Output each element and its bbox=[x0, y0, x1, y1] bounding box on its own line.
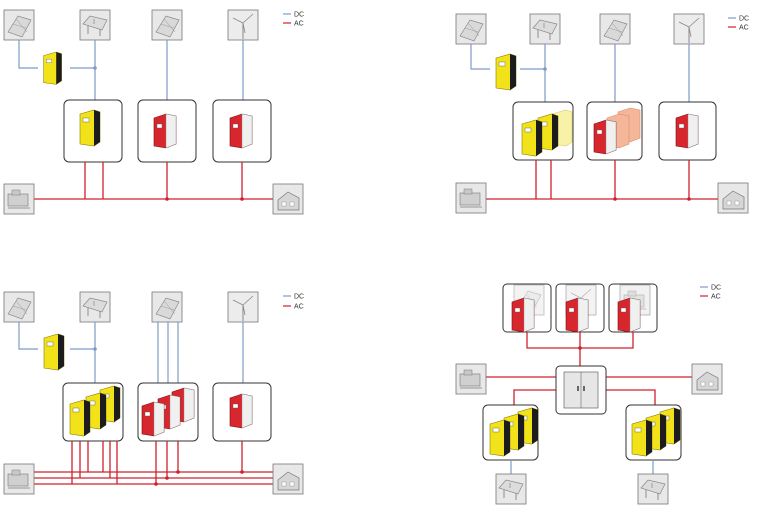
dc-lines bbox=[470, 44, 690, 102]
legend-ac: AC bbox=[739, 25, 749, 32]
legend-ac: AC bbox=[711, 294, 721, 301]
battery-inverter-icon bbox=[79, 109, 101, 147]
legend-ac: AC bbox=[294, 21, 304, 28]
ac-lines bbox=[486, 160, 720, 200]
switch-cabinet-icon bbox=[563, 371, 599, 409]
inverter-icon bbox=[511, 297, 535, 333]
inverter-icon bbox=[617, 297, 641, 333]
dc-lines bbox=[18, 322, 244, 383]
inverter-icon bbox=[229, 393, 253, 429]
legend: DC AC bbox=[283, 294, 304, 311]
inverter-icon bbox=[675, 113, 699, 149]
grid-building-icon bbox=[272, 183, 304, 215]
solar-array-icon bbox=[529, 13, 561, 45]
battery-inverter-icon bbox=[43, 333, 65, 371]
solar-panel-icon bbox=[151, 291, 183, 323]
battery-inverter-icon bbox=[495, 53, 517, 91]
diagram-multi-string: DC AC bbox=[3, 291, 304, 495]
diagram-central-cabinet: DC AC bbox=[455, 283, 723, 505]
generator-icon bbox=[3, 183, 35, 215]
legend-dc: DC bbox=[294, 12, 304, 19]
inverter-icon bbox=[593, 119, 617, 155]
generator-icon bbox=[455, 363, 487, 395]
dc-lines bbox=[510, 460, 654, 476]
solar-panel-icon bbox=[3, 9, 35, 41]
legend: DC AC bbox=[728, 16, 749, 32]
solar-panel-icon bbox=[151, 9, 183, 41]
battery-inverter-icon bbox=[69, 399, 91, 437]
battery-inverter-icon bbox=[521, 119, 543, 157]
inverter-icon bbox=[565, 297, 589, 333]
wind-turbine-icon bbox=[227, 291, 259, 323]
ac-lines bbox=[34, 162, 275, 200]
legend-ac: AC bbox=[294, 304, 304, 311]
ac-lines bbox=[34, 441, 275, 485]
legend: DC AC bbox=[700, 285, 721, 301]
battery-inverter-icon bbox=[631, 419, 653, 457]
inverter-icon bbox=[153, 113, 177, 149]
wind-turbine-icon bbox=[227, 9, 259, 41]
solar-panel-icon bbox=[599, 13, 631, 45]
battery-inverter-icon bbox=[489, 419, 511, 457]
legend: DC AC bbox=[283, 12, 304, 28]
grid-building-icon bbox=[717, 182, 749, 214]
legend-dc: DC bbox=[739, 16, 749, 23]
ac-lines bbox=[486, 332, 693, 405]
solar-panel-icon bbox=[455, 13, 487, 45]
generator-icon bbox=[3, 463, 35, 495]
solar-array-icon bbox=[637, 473, 669, 505]
diagram-expandable-inverters: DC AC bbox=[455, 13, 749, 214]
wind-turbine-icon bbox=[673, 13, 705, 45]
generator-icon bbox=[455, 182, 487, 214]
legend-dc: DC bbox=[294, 294, 304, 301]
solar-array-icon bbox=[79, 291, 111, 323]
legend-dc: DC bbox=[711, 285, 721, 292]
inverter-icon bbox=[229, 113, 253, 149]
diagram-single-inverters: DC AC bbox=[3, 9, 304, 215]
solar-panel-icon bbox=[3, 291, 35, 323]
grid-building-icon bbox=[691, 363, 723, 395]
grid-building-icon bbox=[272, 463, 304, 495]
inverter-icon bbox=[141, 401, 165, 437]
dc-lines bbox=[18, 40, 244, 100]
solar-array-icon bbox=[79, 9, 111, 41]
solar-array-icon bbox=[495, 473, 527, 505]
battery-inverter-icon bbox=[43, 51, 63, 85]
